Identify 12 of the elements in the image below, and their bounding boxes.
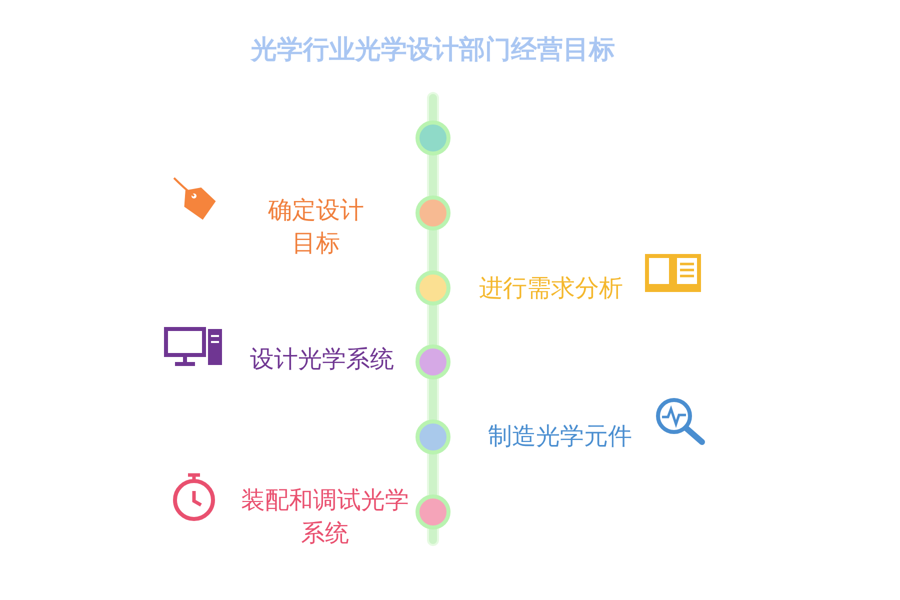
step-label: 装配和调试光学系统	[240, 485, 410, 549]
step-label: 确定设计目标	[267, 195, 365, 259]
step-label: 进行需求分析	[478, 273, 624, 304]
title: 光学行业光学设计部门经营目标	[249, 34, 616, 67]
step-label: 制造光学元件	[487, 421, 633, 452]
timeline-dot	[415, 195, 451, 231]
step-label: 设计光学系统	[249, 344, 395, 375]
timeline-dot	[415, 120, 451, 156]
timeline-dot	[415, 494, 451, 530]
timeline-dot	[415, 419, 451, 455]
timeline-dot	[415, 344, 451, 380]
timeline-dot	[415, 270, 451, 306]
